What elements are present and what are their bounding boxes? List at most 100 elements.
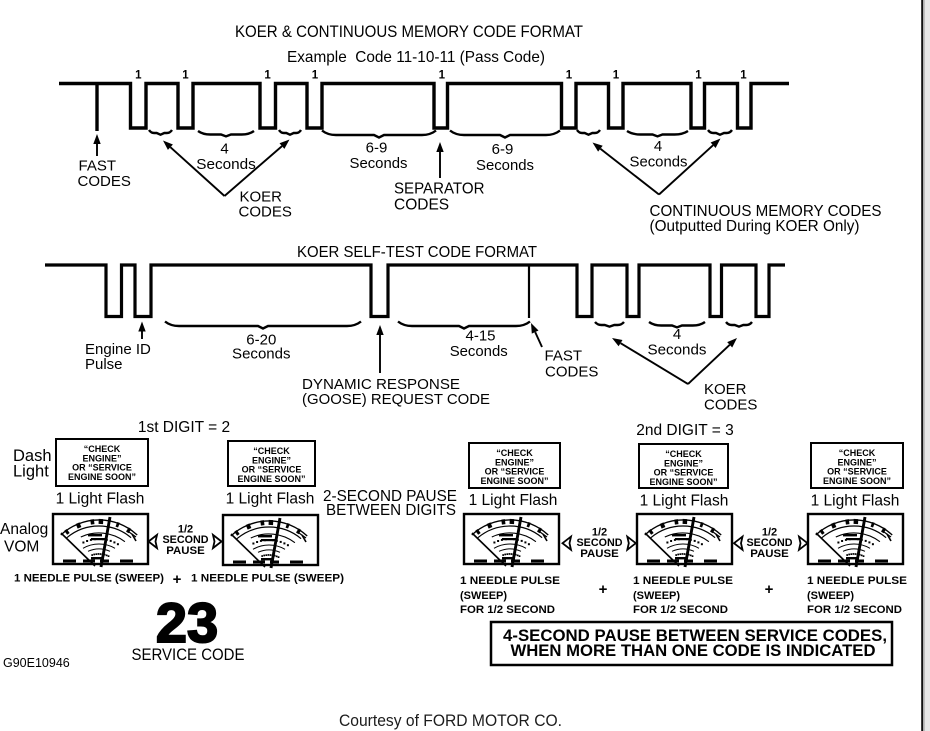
svg-text:ENGINE SOON”: ENGINE SOON” — [649, 477, 717, 487]
svg-text:23: 23 — [156, 591, 218, 654]
svg-text:1 Light Flash: 1 Light Flash — [226, 491, 315, 508]
svg-text:Seconds: Seconds — [350, 155, 408, 172]
svg-text:BETWEEN DIGITS: BETWEEN DIGITS — [326, 502, 456, 519]
svg-text:(SWEEP): (SWEEP) — [460, 590, 507, 602]
svg-text:“CHECK: “CHECK — [253, 446, 290, 456]
svg-text:Light: Light — [13, 463, 49, 481]
svg-text:FOR 1/2 SECOND: FOR 1/2 SECOND — [807, 604, 902, 616]
svg-text:(SWEEP): (SWEEP) — [633, 590, 680, 602]
svg-text:Dash: Dash — [13, 447, 52, 465]
svg-text:Seconds: Seconds — [196, 156, 256, 173]
svg-text:FOR 1/2 SECOND: FOR 1/2 SECOND — [460, 604, 555, 616]
svg-text:2-SECOND PAUSE: 2-SECOND PAUSE — [323, 488, 457, 505]
svg-text:1st DIGIT = 2: 1st DIGIT = 2 — [138, 419, 230, 436]
svg-text:OR “SERVICE: OR “SERVICE — [827, 467, 887, 477]
svg-text:4-SECOND PAUSE BETWEEN SERVICE: 4-SECOND PAUSE BETWEEN SERVICE CODES, — [503, 627, 887, 645]
svg-text:1 Light Flash: 1 Light Flash — [640, 493, 729, 510]
svg-text:FOR 1/2 SECOND: FOR 1/2 SECOND — [633, 604, 728, 616]
svg-text:1 NEEDLE PULSE (SWEEP): 1 NEEDLE PULSE (SWEEP) — [14, 573, 164, 585]
svg-text:ENGINE SOON”: ENGINE SOON” — [237, 474, 305, 484]
svg-text:CODES: CODES — [239, 204, 292, 221]
svg-text:OR “SERVICE: OR “SERVICE — [485, 467, 545, 477]
svg-text:OR “SERVICE: OR “SERVICE — [654, 468, 714, 478]
svg-text:SECOND: SECOND — [577, 537, 623, 549]
svg-text:Analog: Analog — [0, 521, 48, 538]
svg-text:1: 1 — [566, 70, 573, 82]
svg-text:ENGINE SOON”: ENGINE SOON” — [480, 476, 548, 486]
svg-text:1 NEEDLE PULSE: 1 NEEDLE PULSE — [460, 575, 560, 587]
svg-text:1: 1 — [312, 70, 319, 82]
svg-text:ENGINE”: ENGINE” — [82, 453, 121, 463]
svg-text:1 NEEDLE PULSE: 1 NEEDLE PULSE — [807, 575, 907, 587]
svg-text:Seconds: Seconds — [450, 343, 508, 360]
svg-text:SEPARATOR: SEPARATOR — [394, 181, 485, 198]
svg-text:FAST: FAST — [545, 348, 583, 365]
svg-text:+: + — [599, 581, 608, 598]
svg-text:Seconds: Seconds — [630, 154, 688, 171]
svg-text:FAST: FAST — [79, 158, 117, 175]
svg-text:G90E10946: G90E10946 — [3, 656, 70, 670]
svg-text:CODES: CODES — [78, 173, 131, 190]
svg-text:(GOOSE) REQUEST CODE: (GOOSE) REQUEST CODE — [302, 391, 490, 408]
svg-text:Courtesy of FORD MOTOR CO.: Courtesy of FORD MOTOR CO. — [339, 711, 562, 730]
svg-text:ENGINE”: ENGINE” — [664, 458, 703, 468]
svg-text:1/2: 1/2 — [592, 527, 607, 539]
svg-text:4-15: 4-15 — [465, 328, 495, 345]
svg-text:DYNAMIC RESPONSE: DYNAMIC RESPONSE — [302, 376, 460, 393]
svg-text:PAUSE: PAUSE — [750, 548, 789, 560]
svg-text:OR “SERVICE: OR “SERVICE — [72, 463, 132, 473]
svg-text:1: 1 — [613, 70, 620, 82]
svg-text:SECOND: SECOND — [163, 534, 209, 546]
svg-text:Example Code 11-10-11 (Pass C: Example Code 11-10-11 (Pass Code) — [287, 49, 545, 66]
svg-text:VOM: VOM — [4, 539, 39, 556]
svg-text:KOER SELF-TEST CODE FORMAT: KOER SELF-TEST CODE FORMAT — [297, 244, 537, 261]
svg-text:Engine ID: Engine ID — [85, 341, 151, 358]
svg-text:Seconds: Seconds — [648, 342, 707, 359]
svg-text:1: 1 — [135, 70, 142, 82]
svg-text:6-9: 6-9 — [366, 139, 388, 156]
svg-text:Seconds: Seconds — [476, 157, 534, 174]
svg-text:1: 1 — [439, 70, 446, 82]
svg-text:“CHECK: “CHECK — [84, 444, 121, 454]
svg-text:CODES: CODES — [394, 197, 449, 214]
svg-text:1 Light Flash: 1 Light Flash — [811, 493, 900, 510]
svg-text:ENGINE SOON”: ENGINE SOON” — [823, 476, 891, 486]
svg-text:(Outputted During KOER Only): (Outputted During KOER Only) — [650, 218, 860, 235]
svg-text:“CHECK: “CHECK — [496, 448, 533, 458]
svg-text:PAUSE: PAUSE — [166, 545, 205, 557]
svg-text:1: 1 — [740, 70, 747, 82]
svg-text:KOER: KOER — [704, 381, 747, 398]
svg-text:4: 4 — [654, 138, 662, 155]
svg-text:KOER & CONTINUOUS MEMORY CODE: KOER & CONTINUOUS MEMORY CODE FORMAT — [235, 23, 583, 41]
svg-text:+: + — [173, 571, 182, 588]
svg-text:Seconds: Seconds — [232, 346, 291, 363]
svg-text:6-20: 6-20 — [246, 332, 276, 349]
svg-text:6-9: 6-9 — [492, 141, 514, 158]
svg-text:1/2: 1/2 — [762, 527, 777, 539]
svg-text:1 Light Flash: 1 Light Flash — [56, 491, 145, 508]
svg-text:1 NEEDLE PULSE (SWEEP): 1 NEEDLE PULSE (SWEEP) — [191, 573, 344, 585]
svg-text:4: 4 — [673, 326, 681, 343]
svg-text:SERVICE CODE: SERVICE CODE — [132, 646, 245, 664]
svg-text:Pulse: Pulse — [85, 356, 123, 373]
svg-text:ENGINE”: ENGINE” — [837, 457, 876, 467]
svg-text:1/2: 1/2 — [178, 524, 193, 536]
svg-text:1: 1 — [182, 70, 189, 82]
svg-text:KOER: KOER — [240, 189, 283, 206]
svg-text:CONTINUOUS MEMORY CODES: CONTINUOUS MEMORY CODES — [650, 203, 882, 220]
svg-text:2nd DIGIT = 3: 2nd DIGIT = 3 — [636, 422, 734, 439]
svg-text:SECOND: SECOND — [747, 537, 793, 549]
svg-text:“CHECK: “CHECK — [839, 448, 876, 458]
svg-text:ENGINE”: ENGINE” — [495, 457, 534, 467]
svg-text:4: 4 — [220, 141, 228, 158]
svg-text:ENGINE”: ENGINE” — [252, 455, 291, 465]
svg-text:CODES: CODES — [545, 364, 598, 381]
svg-text:1 Light Flash: 1 Light Flash — [469, 492, 558, 509]
svg-text:1: 1 — [264, 70, 271, 82]
svg-text:“CHECK: “CHECK — [665, 449, 702, 459]
svg-text:WHEN MORE THAN ONE CODE IS IND: WHEN MORE THAN ONE CODE IS INDICATED — [511, 642, 876, 660]
svg-text:PAUSE: PAUSE — [580, 548, 619, 560]
svg-text:1: 1 — [695, 70, 702, 82]
svg-text:(SWEEP): (SWEEP) — [807, 590, 854, 602]
svg-text:+: + — [765, 581, 774, 598]
